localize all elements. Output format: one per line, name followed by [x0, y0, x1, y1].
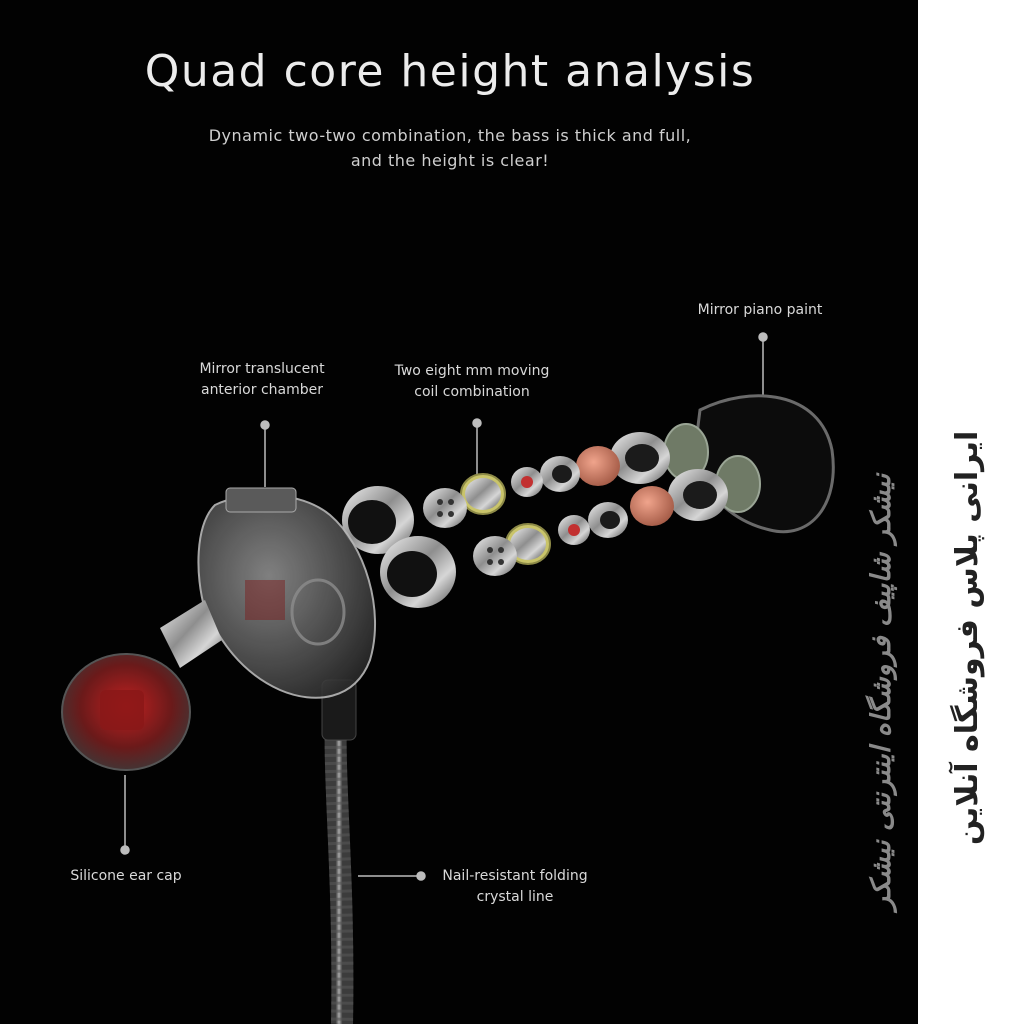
- page-title: Quad core height analysis: [144, 46, 756, 97]
- watermark-text: نیشکر شاپیف فروشگاه اینترنتی نیشکر: [866, 473, 897, 910]
- callout-anterior-chamber: Mirror translucent anterior chamber: [199, 361, 325, 398]
- sidebar-store-text: ایرانی پلاس فروشگاه آنلاین: [950, 430, 985, 845]
- copper-diaphragm: [576, 446, 620, 486]
- subtitle-line-2: and the height is clear!: [350, 151, 550, 170]
- right-sidebar: [918, 0, 1024, 1024]
- subtitle-line-1: Dynamic two-two combination, the bass is…: [208, 126, 692, 145]
- callout-ear-cap: Silicone ear cap: [70, 868, 182, 884]
- callout-crystal-line: Nail-resistant folding crystal line: [442, 868, 588, 905]
- driver-cover: [423, 488, 467, 528]
- callout-piano-paint: Mirror piano paint: [697, 302, 823, 318]
- callout-moving-coil: Two eight mm moving coil combination: [394, 363, 550, 400]
- product-poster: Quad core height analysis Dynamic two-tw…: [0, 0, 918, 1024]
- copper-diaphragm: [630, 486, 674, 526]
- earphone-exploded-illustration: [61, 332, 835, 1024]
- sound-nozzle: [160, 600, 222, 668]
- driver-cover: [473, 536, 517, 576]
